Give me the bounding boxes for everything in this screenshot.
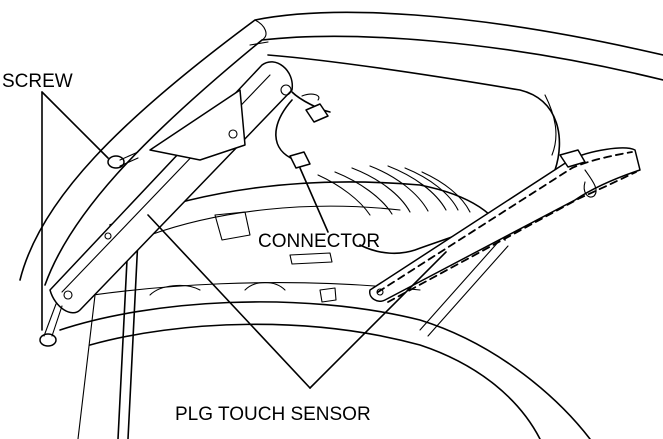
lower-screw — [39, 303, 63, 347]
leader-lines — [41, 91, 447, 389]
screws — [39, 151, 139, 347]
upper-screw — [107, 151, 139, 169]
lower-connector — [289, 151, 311, 169]
label-screw: SCREW — [2, 71, 73, 92]
left-sensor-bracket — [49, 61, 293, 314]
right-sensor-bracket — [369, 147, 641, 303]
wiring-harness — [275, 91, 331, 169]
liftgate-body — [19, 11, 663, 439]
upper-connector — [305, 103, 329, 123]
gas-struts — [77, 237, 509, 439]
label-plg-touch-sensor: PLG TOUCH SENSOR — [175, 404, 371, 425]
label-connector: CONNECTOR — [258, 231, 380, 252]
